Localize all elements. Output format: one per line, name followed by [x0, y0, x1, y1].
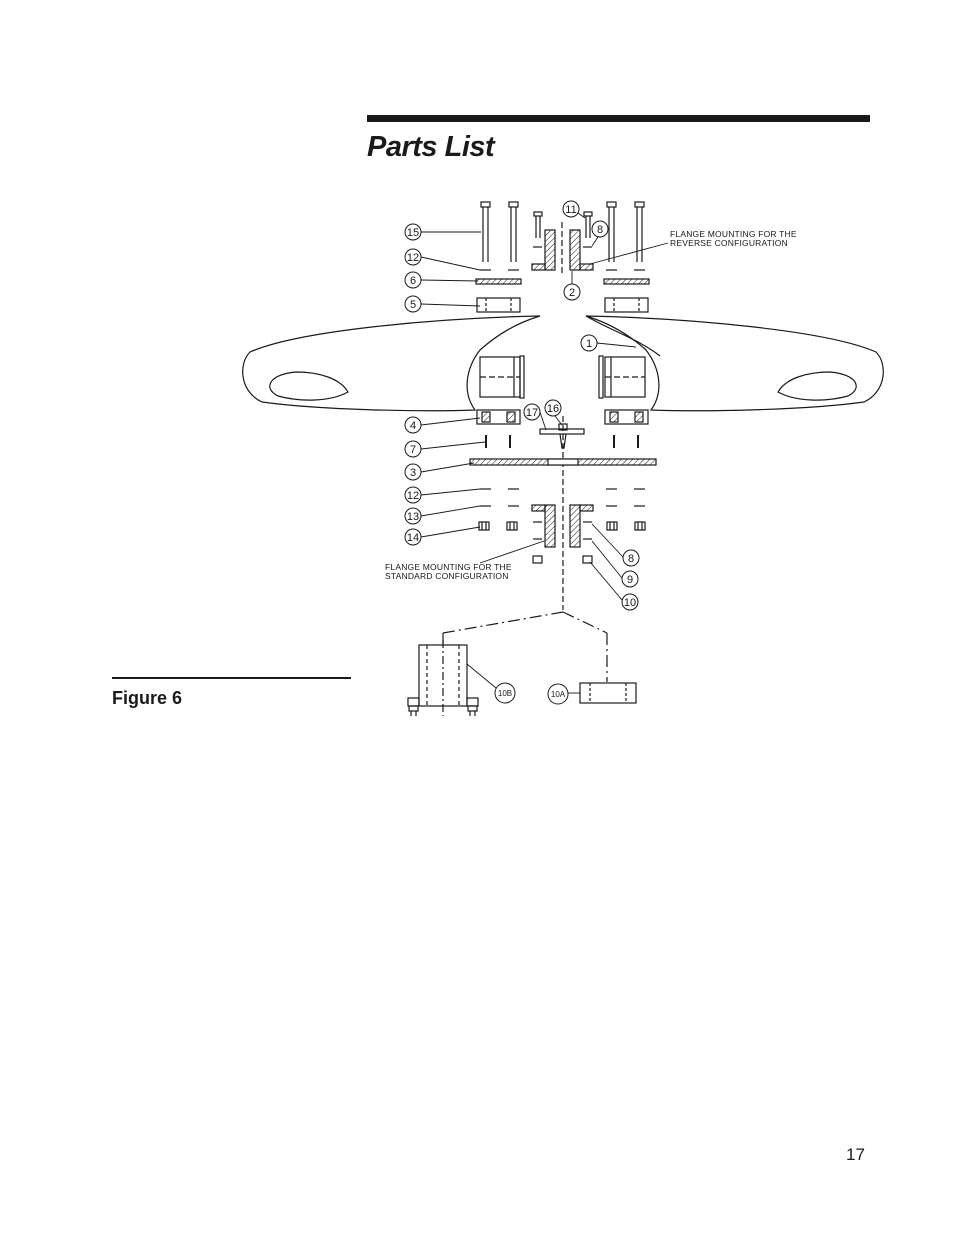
- callout-10-label: 10: [624, 597, 636, 609]
- page-number: 17: [846, 1145, 865, 1164]
- nut-14-group: [478, 521, 646, 531]
- callout-16-label: 16: [547, 403, 559, 415]
- callout-1: [580, 334, 598, 352]
- callout-8-top-label: 8: [597, 224, 603, 236]
- callout-10a: [547, 683, 569, 705]
- pin-7-group: [485, 435, 639, 448]
- standard-note-line2: STANDARD CONFIGURATION: [385, 571, 509, 581]
- callout-13: [404, 507, 422, 525]
- callout-15-label: 15: [407, 227, 419, 239]
- callout-12-bottom: [404, 486, 422, 504]
- part-10a: [579, 682, 637, 704]
- part-10b: [407, 640, 479, 716]
- figure-label: Figure 6: [112, 688, 183, 708]
- header-rule: [367, 115, 870, 122]
- small-washers-top: [480, 246, 645, 271]
- callout-15: [404, 223, 422, 241]
- callout-10b-label: 10B: [498, 689, 512, 698]
- callout-3-label: 3: [410, 467, 416, 479]
- callout-8-bottom: [622, 549, 640, 567]
- figure-rule: [112, 677, 351, 679]
- callout-16: [544, 399, 562, 417]
- callout-17: [523, 403, 541, 421]
- callout-1-label: 1: [586, 338, 592, 350]
- callout-7-label: 7: [410, 444, 416, 456]
- callout-10a-label: 10A: [551, 690, 566, 699]
- callout-14: [404, 528, 422, 546]
- callout-12-top-label: 12: [407, 252, 419, 264]
- callout-5: [404, 295, 422, 313]
- callout-5-label: 5: [410, 299, 416, 311]
- callout-13-label: 13: [407, 511, 419, 523]
- callout-7: [404, 440, 422, 458]
- plate-6-left: [475, 278, 522, 285]
- cap-screw-16-17: [539, 416, 585, 610]
- standard-flange-mounting: [531, 504, 594, 564]
- callout-6-label: 6: [410, 275, 416, 287]
- spacer-4-group: [476, 409, 649, 425]
- callout-8-bottom-label: 8: [628, 553, 634, 565]
- washer-12-13-group: [480, 488, 645, 507]
- callout-2: [563, 283, 581, 301]
- callout-10b: [494, 682, 516, 704]
- spacer-5-group: [476, 297, 649, 313]
- callout-12-bottom-label: 12: [407, 490, 419, 502]
- callout-9: [621, 570, 639, 588]
- reverse-note-line2: REVERSE CONFIGURATION: [670, 238, 788, 248]
- bolt-11-group: [533, 211, 593, 238]
- callout-9-label: 9: [627, 574, 633, 586]
- callout-6: [404, 271, 422, 289]
- callout-17-label: 17: [526, 407, 538, 419]
- callout-11: [562, 200, 580, 218]
- callout-4: [404, 416, 422, 434]
- standard-note-line1: FLANGE MOUNTING FOR THE: [385, 562, 512, 572]
- callout-12-top: [404, 248, 422, 266]
- plate-6-right: [603, 278, 650, 285]
- callout-4-label: 4: [410, 420, 416, 432]
- callout-14-label: 14: [407, 532, 419, 544]
- reverse-flange-mounting: [531, 222, 594, 276]
- callout-11-label: 11: [565, 204, 576, 216]
- callout-leaders: [420, 212, 669, 694]
- page-title: Parts List: [367, 131, 495, 163]
- callout-8-top: [591, 220, 609, 238]
- reverse-note-line1: FLANGE MOUNTING FOR THE: [670, 229, 797, 239]
- bolt-15-group: [480, 201, 645, 262]
- parts-exploded-diagram: 15 12 6 5 11 8 2 1 4 17 16 7 3 12 13 14 …: [242, 200, 884, 716]
- centerline-10: [442, 611, 608, 682]
- callout-2-label: 2: [569, 287, 575, 299]
- callout-3: [404, 463, 422, 481]
- handlebar-1: [242, 315, 884, 412]
- callout-10: [621, 593, 639, 611]
